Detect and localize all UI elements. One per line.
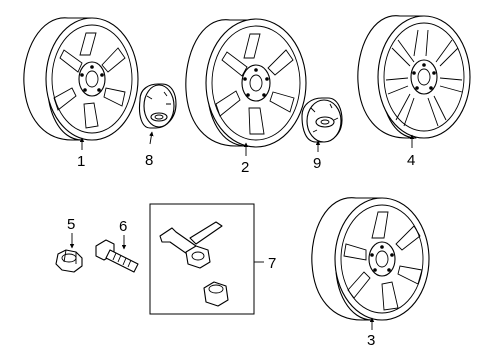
callout-8: 8 (145, 152, 153, 169)
callout-1: 1 (77, 153, 85, 170)
lock-nut (185, 245, 211, 269)
lug-nut-part-5[interactable] (55, 249, 83, 273)
leader-line-8 (149, 131, 154, 145)
wheel-part-2[interactable] (185, 18, 307, 148)
center-cap-part-9[interactable] (301, 97, 343, 143)
lock-kit-part-7[interactable] (149, 203, 255, 315)
wheel-part-1[interactable] (23, 17, 139, 141)
lock-socket (203, 281, 229, 307)
wheel-stud-part-6[interactable] (95, 239, 139, 273)
wheel-part-4[interactable] (357, 15, 471, 139)
center-cap-part-8[interactable] (138, 83, 177, 129)
callout-2: 2 (241, 159, 249, 176)
callout-5: 5 (67, 216, 75, 233)
callout-9: 9 (313, 155, 321, 172)
callout-3: 3 (367, 332, 375, 349)
callout-7: 7 (268, 255, 276, 272)
kit-box (149, 203, 255, 315)
oval-emblem (315, 116, 335, 128)
wheel-part-3[interactable] (311, 197, 430, 321)
callout-4: 4 (407, 152, 415, 169)
oval-emblem (150, 112, 168, 122)
callout-6: 6 (119, 218, 127, 235)
